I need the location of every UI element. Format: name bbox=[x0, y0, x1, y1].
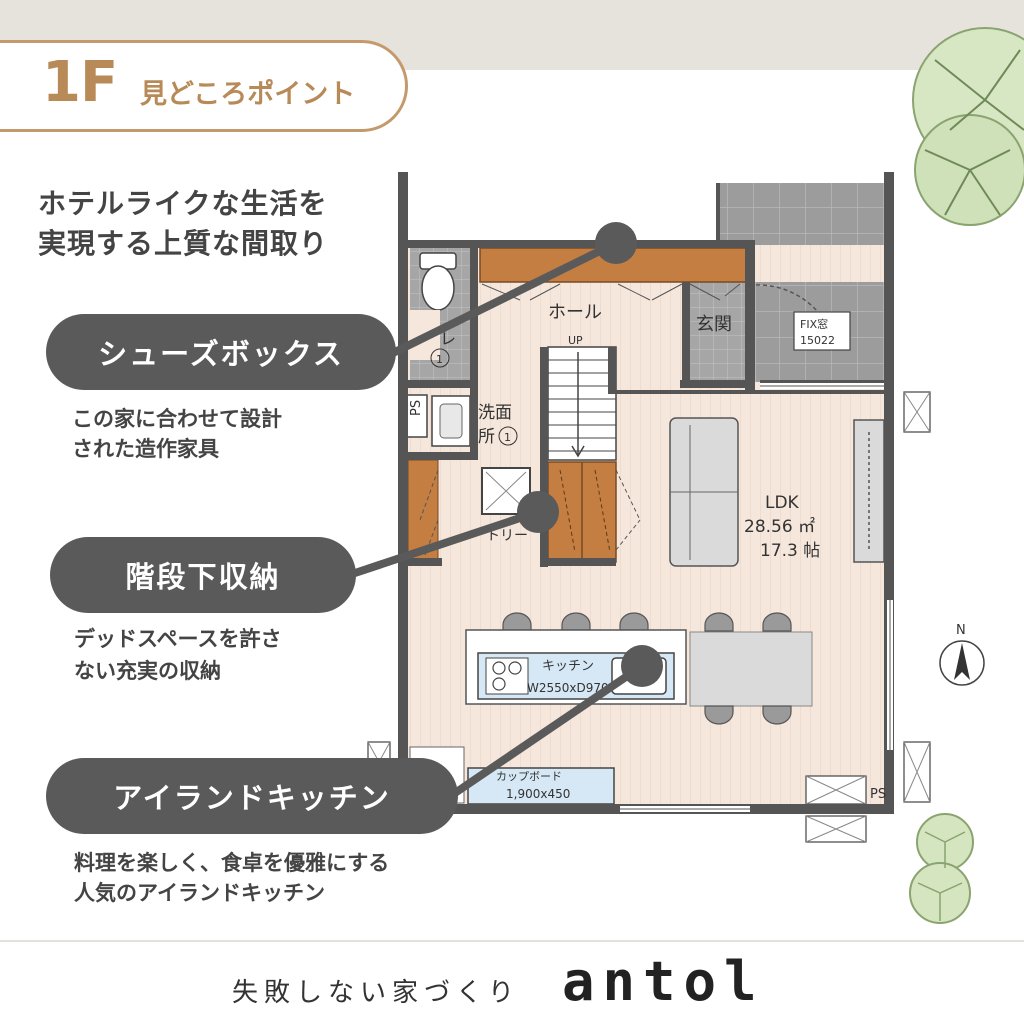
callout-island-kitchen-desc-1: 料理を楽しく、食卓を優雅にする bbox=[74, 851, 390, 875]
label-cupboard-size: 1,900x450 bbox=[506, 787, 570, 801]
footer-tagline: 失敗しない家づくり bbox=[232, 978, 521, 1008]
callout-dot-1 bbox=[595, 222, 637, 264]
fix-window-box bbox=[793, 311, 851, 351]
label-washroom-num: 1 bbox=[504, 431, 511, 444]
headline-line-1: ホテルライクな生活を bbox=[38, 187, 328, 220]
chairs bbox=[502, 612, 792, 725]
callout-shoe-box: シューズボックス bbox=[46, 314, 396, 390]
label-stairs-up: UP bbox=[568, 334, 583, 347]
stairs bbox=[547, 346, 617, 461]
header-title: 見どころポイント bbox=[140, 79, 356, 110]
label-kitchen-size: W2550xD970 bbox=[527, 681, 609, 695]
tree-bottom-right bbox=[909, 813, 974, 924]
label-ps-left: PS bbox=[409, 400, 424, 416]
label-washroom: 洗面 bbox=[478, 403, 512, 423]
label-toilet-num: 1 bbox=[436, 353, 443, 366]
label-ps-right: PS bbox=[870, 787, 886, 802]
callout-dot-3 bbox=[621, 645, 663, 687]
label-ldk-tatami: 17.3 帖 bbox=[760, 541, 820, 561]
header-tab bbox=[0, 40, 408, 132]
callout-under-stair-desc-2: ない充実の収納 bbox=[74, 659, 221, 683]
callout-shoe-box-desc-1: この家に合わせて設計 bbox=[72, 407, 282, 431]
label-hall: ホール bbox=[548, 302, 602, 323]
label-ldk-area: 28.56 ㎡ bbox=[744, 517, 815, 537]
label-kitchen: キッチン bbox=[542, 659, 594, 674]
callout-under-stair-desc-1: デッドスペースを許さ bbox=[74, 627, 282, 651]
north-arrow-icon bbox=[939, 640, 985, 686]
callout-island-kitchen: アイランドキッチン bbox=[46, 758, 458, 834]
label-toilet: レ bbox=[440, 329, 456, 348]
label-fix-window: FIX窓 bbox=[800, 317, 828, 331]
label-pantry: トリー bbox=[486, 528, 528, 544]
brand-logo: antol bbox=[562, 950, 765, 1013]
label-cupboard: カップボード bbox=[496, 770, 562, 783]
callout-under-stair: 階段下収納 bbox=[50, 537, 356, 613]
callout-shoe-box-desc-2: された造作家具 bbox=[72, 437, 219, 461]
callout-dot-2 bbox=[517, 491, 559, 533]
callout-island-kitchen-desc-2: 人気のアイランドキッチン bbox=[74, 881, 325, 905]
footer-divider bbox=[0, 940, 1024, 942]
cupboard bbox=[467, 767, 615, 805]
label-fix-window-size: 15022 bbox=[800, 334, 835, 347]
label-north: N bbox=[956, 623, 966, 638]
tree-top-right bbox=[912, 27, 1024, 226]
label-washroom-2: 所 bbox=[478, 427, 495, 447]
callout-leaders bbox=[348, 239, 646, 797]
label-ldk: LDK bbox=[765, 493, 800, 513]
headline-line-2: 実現する上質な間取り bbox=[38, 227, 329, 260]
floor-label: 1F bbox=[42, 50, 118, 115]
label-entrance: 玄関 bbox=[696, 314, 732, 335]
